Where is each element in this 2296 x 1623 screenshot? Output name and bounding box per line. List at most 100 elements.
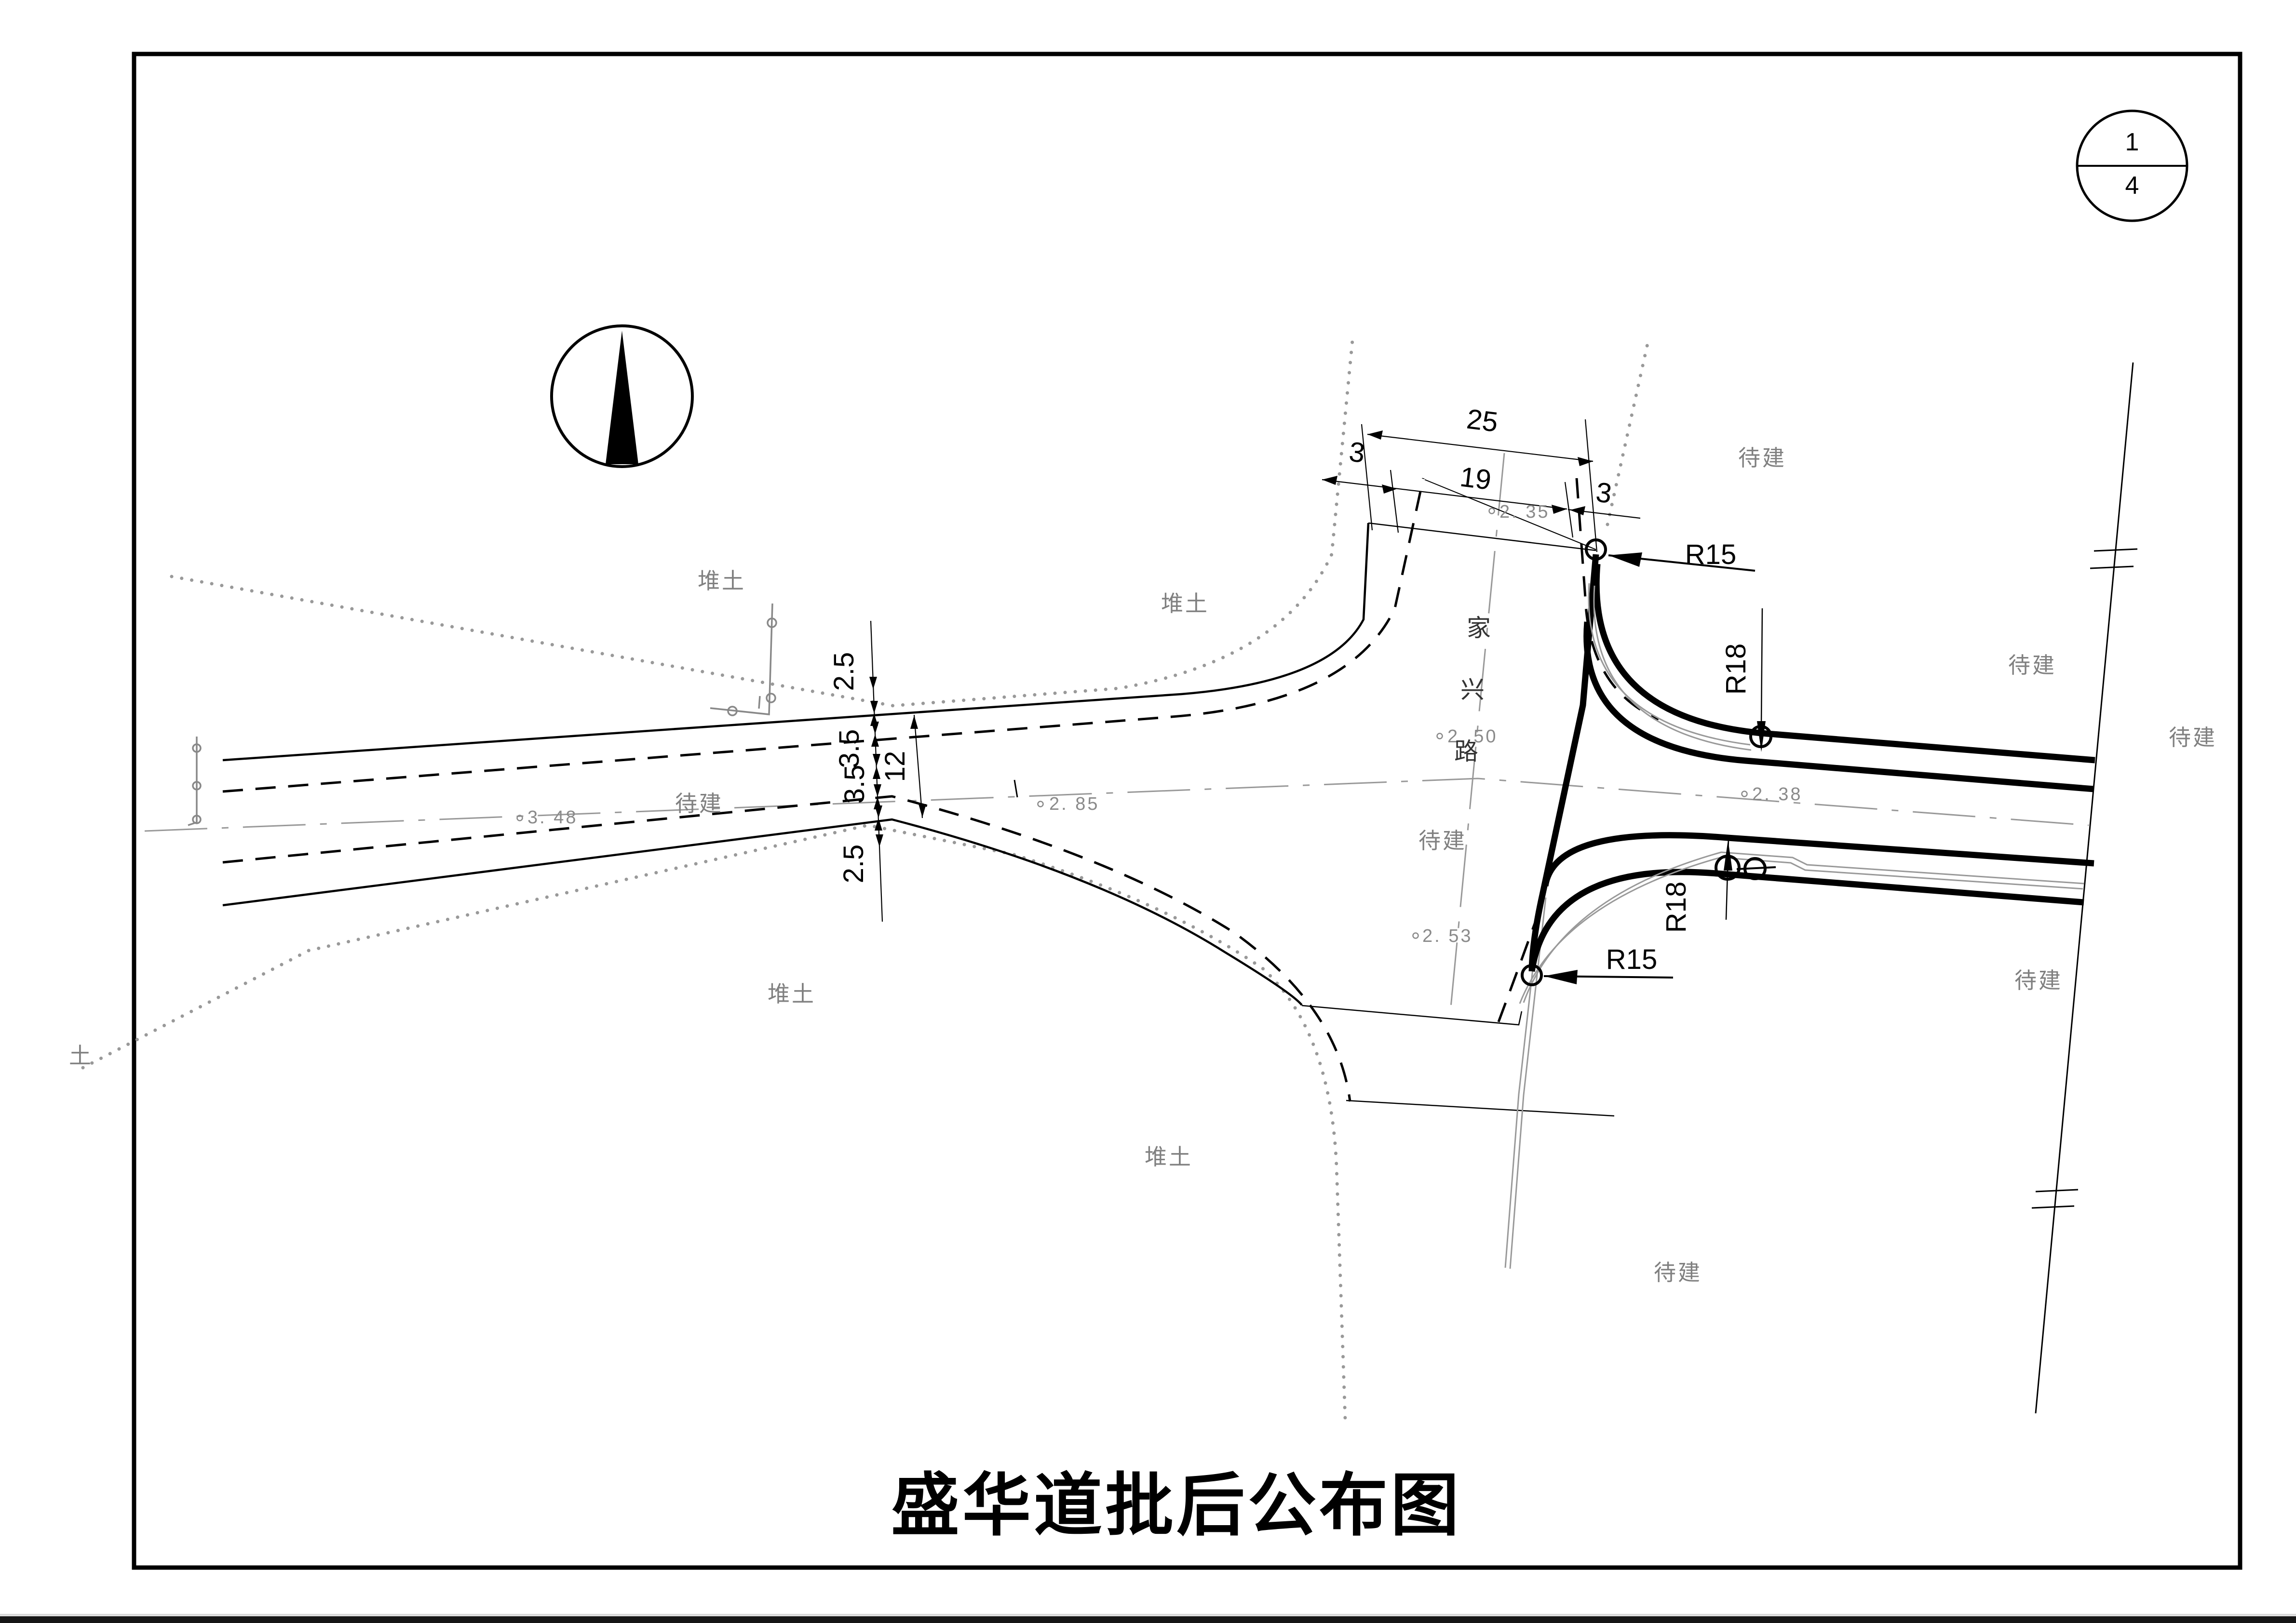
- dim-line-25: [1367, 433, 1594, 462]
- extension-line: [1390, 469, 1399, 533]
- elevation-2-53: 2. 53: [1422, 926, 1473, 946]
- dim-2p5-bottom: 2.5: [838, 845, 869, 884]
- dim-r18-bottom: R18: [1661, 882, 1692, 933]
- drawing-title: 盛华道批后公布图: [891, 1468, 1462, 1544]
- tangent-point-circle-icon: [1585, 538, 1607, 561]
- bottom-divider: [0, 1614, 2296, 1616]
- east-road-gray-n2: [1593, 585, 1752, 751]
- north-needle-icon: [606, 331, 638, 464]
- dimension-arrows-chain: [869, 677, 926, 847]
- break-tick: [2035, 1189, 2079, 1193]
- label-to-be-built-east-lower: 待建: [2014, 968, 2063, 993]
- elevation-2-85: 2. 85: [1049, 794, 1100, 814]
- label-to-be-built-east-upper: 待建: [2008, 653, 2056, 678]
- arrow-icon: [918, 804, 926, 818]
- arrow-icon: [873, 766, 880, 779]
- dotted-boundary-north: [170, 334, 1355, 708]
- arrow-icon: [1608, 552, 1642, 567]
- dim-3p5-upper: 3.5: [834, 729, 865, 768]
- dim-3-left: 3: [1347, 436, 1366, 469]
- dim-25: 25: [1465, 403, 1499, 438]
- arrow-icon: [1578, 457, 1593, 466]
- road-name-char-1: 家: [1467, 615, 1491, 642]
- west-road-north-lane-dashed: [222, 478, 1425, 793]
- arrow-icon: [1367, 430, 1383, 440]
- break-tick: [2093, 548, 2138, 552]
- label-piled-earth-3: 堆土: [768, 981, 816, 1006]
- dim-2p5-top: 2.5: [828, 652, 860, 691]
- road-name-char-3: 路: [1454, 738, 1478, 765]
- dim-line-12: [913, 714, 923, 818]
- main-road-centerline: [144, 778, 2089, 832]
- tangent-point-circle-icon: [1521, 964, 1543, 986]
- arrow-icon: [1724, 840, 1732, 871]
- spot-elevation-icon: [1488, 508, 1495, 514]
- label-to-be-built-bottom: 待建: [1654, 1260, 1702, 1285]
- radius-annotations: [1521, 538, 1776, 986]
- dim-r15-top: R15: [1685, 539, 1736, 570]
- label-piled-earth-2: 堆土: [1161, 591, 1209, 616]
- arrow-icon: [874, 784, 881, 797]
- dim-19: 19: [1458, 461, 1493, 496]
- fence-node-icon: [192, 743, 202, 753]
- arrow-icon: [875, 805, 882, 818]
- station-tick: [1013, 779, 1018, 798]
- arrow-icon: [1552, 505, 1567, 514]
- south-boundary-line: [1301, 1005, 1523, 1026]
- east-road-south-outer-thick: [1528, 869, 2084, 972]
- spot-elevation-icon: [1436, 733, 1443, 739]
- dotted-boundary-northeast: [1606, 335, 1651, 526]
- drawing-frame: [132, 52, 2242, 1570]
- fence-tick: [758, 696, 761, 709]
- arrow-icon: [1570, 506, 1585, 515]
- badge-top-number: 1: [2125, 128, 2139, 156]
- break-tick: [2090, 565, 2134, 569]
- spot-elevation-icon: [1037, 801, 1044, 807]
- fence-node-icon: [727, 706, 738, 716]
- label-to-be-built-south: 待建: [1418, 828, 1467, 853]
- right-boundary: [2031, 362, 2138, 1414]
- dim-r15-bottom: R15: [1606, 944, 1657, 975]
- elevation-dots: [516, 508, 1748, 939]
- fence-node-icon: [192, 781, 202, 791]
- fence-node-icon: [767, 617, 777, 628]
- existing-curb-gray-2: [1509, 897, 1547, 1269]
- north-arrow: [550, 324, 694, 468]
- elevation-3-48: 3. 48: [527, 807, 578, 828]
- arrow-icon: [871, 734, 879, 747]
- north-leg: [1368, 478, 1659, 721]
- west-road: [222, 478, 1425, 1102]
- fence-line-2: [188, 737, 198, 826]
- fence-line-1: [710, 603, 773, 715]
- label-to-be-built-east-right: 待建: [2169, 725, 2217, 750]
- arrow-icon: [875, 818, 882, 831]
- north-truncation-line: [1368, 522, 1596, 551]
- west-road-south-edge: [222, 818, 1303, 1006]
- spot-elevation-icon: [516, 815, 523, 821]
- spot-elevation-icon: [1412, 932, 1419, 939]
- cross-road-centerline: [1449, 453, 1505, 1013]
- label-piled-earth-4: 堆土: [1145, 1144, 1193, 1169]
- fence-node-icon: [192, 815, 202, 824]
- east-road-north-inner-thick: [1583, 621, 2094, 792]
- break-tick: [2031, 1205, 2075, 1209]
- tangent-tick: [1736, 866, 1776, 870]
- arrow-icon: [876, 834, 883, 847]
- dim-r18-top: R18: [1720, 644, 1752, 695]
- dimension-arrows-top: [1322, 430, 1593, 515]
- boundary-dotted-lines: [81, 334, 1651, 1422]
- arrow-icon: [873, 754, 880, 766]
- elevation-2-38: 2. 38: [1752, 784, 1803, 805]
- east-road-gray-s2: [1519, 857, 2083, 1004]
- extension-line: [1361, 424, 1373, 531]
- label-to-be-built-west: 待建: [675, 791, 723, 816]
- dim-3p5-lower: 3.5: [839, 765, 870, 804]
- dim-12: 12: [879, 751, 911, 782]
- fence-symbols: [188, 603, 777, 826]
- bottom-bar: [0, 1616, 2296, 1623]
- boundary-slant-line: [2035, 362, 2134, 1414]
- page-number-badge: 1 4: [2076, 109, 2188, 222]
